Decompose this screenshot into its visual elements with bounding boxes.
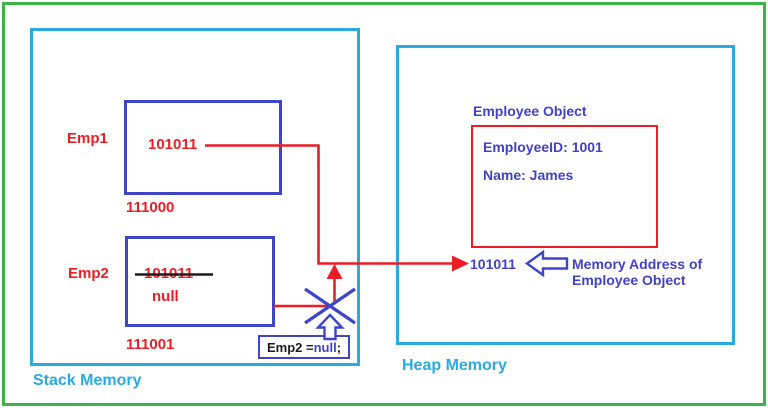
- memory-address-note-line2: Employee Object: [572, 272, 686, 288]
- employee-object-box: [471, 125, 658, 248]
- memory-address-note-line1: Memory Address of: [572, 256, 703, 272]
- callout-null-keyword: null: [313, 339, 337, 355]
- callout-code-suffix: ;: [336, 339, 342, 355]
- employee-name-field: Name: James: [483, 167, 574, 183]
- emp1-reference-value: 101011: [148, 136, 198, 153]
- emp2-stack-address: 111001: [126, 336, 175, 353]
- heap-memory-label: Heap Memory: [402, 357, 507, 374]
- emp2-null-value: null: [152, 288, 179, 305]
- emp1-label: Emp1: [67, 130, 108, 147]
- emp2-null-statement-callout: Emp2 = null ;: [258, 335, 350, 359]
- emp1-stack-address: 111000: [126, 199, 175, 216]
- callout-code-prefix: Emp2 =: [266, 339, 314, 355]
- emp2-variable-box: [125, 236, 275, 327]
- employee-object-title: Employee Object: [473, 103, 587, 119]
- emp2-old-reference-value: 101011: [144, 265, 194, 282]
- emp2-label: Emp2: [68, 265, 109, 282]
- employee-id-field: EmployeeID: 1001: [483, 139, 603, 155]
- heap-object-address: 101011: [470, 256, 516, 272]
- stack-memory-label: Stack Memory: [33, 372, 142, 389]
